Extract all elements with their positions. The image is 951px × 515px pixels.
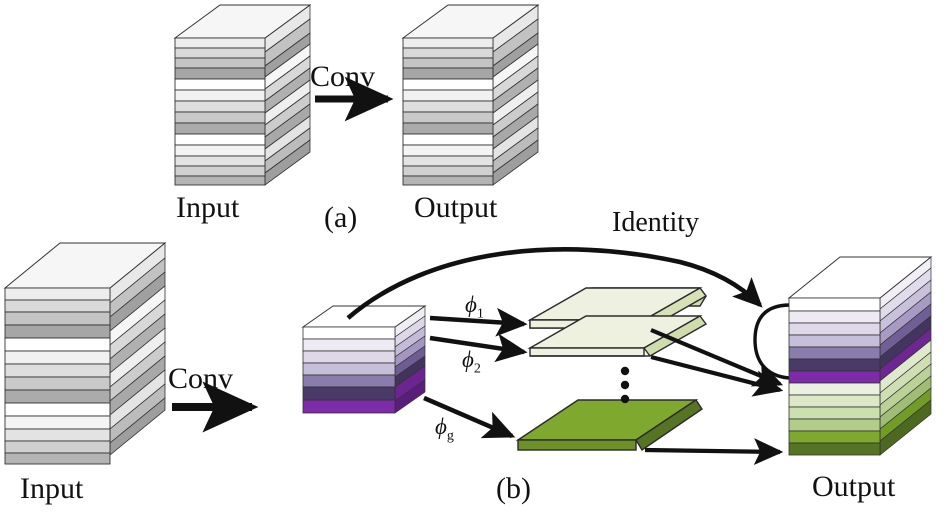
phi1-arrow: [429, 307, 528, 337]
phi-subscript: 2: [473, 361, 481, 377]
label-output-a: Output: [414, 191, 498, 224]
label-conv-a: Conv: [310, 60, 376, 93]
label-phi-2: ϕ2: [462, 348, 481, 377]
label-identity: Identity: [612, 207, 700, 238]
phi-subscript: 1: [476, 306, 484, 322]
residual-merge-arc: [753, 303, 791, 380]
label-panel-a: (a): [324, 201, 358, 234]
plate1-to-output-arrow: [650, 328, 784, 387]
stack-output-a: [401, 4, 540, 186]
stack-purple-b-side: [394, 305, 426, 414]
label-panel-b: (b): [496, 472, 531, 505]
plateg-to-output-arrow: [644, 438, 784, 466]
phig-arrow: [423, 395, 516, 439]
identity-arrow: [346, 247, 763, 320]
stack-purple-b: [301, 305, 427, 414]
stack-output-b: [787, 256, 933, 456]
filter-plate-2: [527, 315, 708, 357]
stack-input-a: [173, 4, 312, 186]
phi-symbol: ϕ: [465, 292, 477, 317]
filter-plate-g: [515, 399, 703, 451]
phi-subscript: g: [446, 428, 454, 444]
label-conv-b: Conv: [168, 362, 234, 395]
vertical-ellipsis-icon: [620, 366, 630, 404]
stack-input-b: [3, 242, 167, 465]
phi-symbol: ϕ: [435, 414, 447, 439]
stack-input-b-side: [109, 242, 166, 456]
phi2-arrow: [429, 333, 528, 363]
label-output-b: Output: [812, 470, 896, 503]
plate2-to-output-arrow: [650, 354, 784, 397]
stack-output-a-side: [492, 4, 539, 186]
phi-symbol: ϕ: [462, 347, 474, 372]
label-input-a: Input: [176, 191, 240, 224]
stack-input-a-side: [264, 4, 311, 186]
label-phi-1: ϕ1: [465, 293, 484, 322]
label-input-b: Input: [20, 472, 84, 505]
label-phi-g: ϕg: [435, 415, 454, 444]
